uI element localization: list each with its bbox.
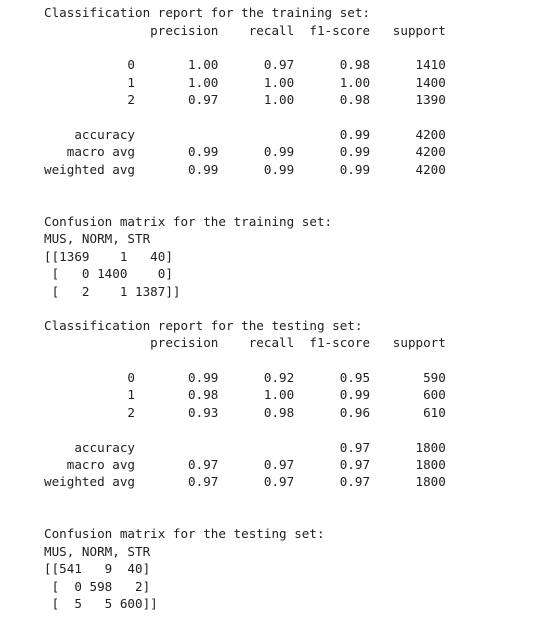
test-cm-labels: MUS, NORM, STR <box>44 544 151 559</box>
train-cm-title: Confusion matrix for the training set: <box>44 214 333 229</box>
train-report-header: precision recall f1-score support <box>44 23 446 38</box>
train-report-row-1: 1 1.00 1.00 1.00 1400 <box>44 75 446 90</box>
test-weighted-avg-row: weighted avg 0.97 0.97 0.97 1800 <box>44 474 446 489</box>
train-cm-labels: MUS, NORM, STR <box>44 231 151 246</box>
train-accuracy-row: accuracy 0.99 4200 <box>44 127 446 142</box>
test-macro-avg-row: macro avg 0.97 0.97 0.97 1800 <box>44 457 446 472</box>
train-report-row-0: 0 1.00 0.97 0.98 1410 <box>44 57 446 72</box>
test-cm-row-1: [ 0 598 2] <box>44 579 151 594</box>
train-cm-row-0: [[1369 1 40] <box>44 249 173 264</box>
train-report-row-2: 2 0.97 1.00 0.98 1390 <box>44 92 446 107</box>
test-report-title: Classification report for the testing se… <box>44 318 363 333</box>
train-macro-avg-row: macro avg 0.99 0.99 0.99 4200 <box>44 144 446 159</box>
train-weighted-avg-row: weighted avg 0.99 0.99 0.99 4200 <box>44 162 446 177</box>
train-report-title: Classification report for the training s… <box>44 5 371 20</box>
test-report-header: precision recall f1-score support <box>44 335 446 350</box>
test-cm-title: Confusion matrix for the testing set: <box>44 526 325 541</box>
test-report-row-2: 2 0.93 0.98 0.96 610 <box>44 405 446 420</box>
train-cm-row-1: [ 0 1400 0] <box>44 266 173 281</box>
test-report-row-1: 1 0.98 1.00 0.99 600 <box>44 387 446 402</box>
test-cm-row-2: [ 5 5 600]] <box>44 596 158 611</box>
test-cm-row-0: [[541 9 40] <box>44 561 151 576</box>
test-accuracy-row: accuracy 0.97 1800 <box>44 440 446 455</box>
test-report-row-0: 0 0.99 0.92 0.95 590 <box>44 370 446 385</box>
train-cm-row-2: [ 2 1 1387]] <box>44 284 181 299</box>
